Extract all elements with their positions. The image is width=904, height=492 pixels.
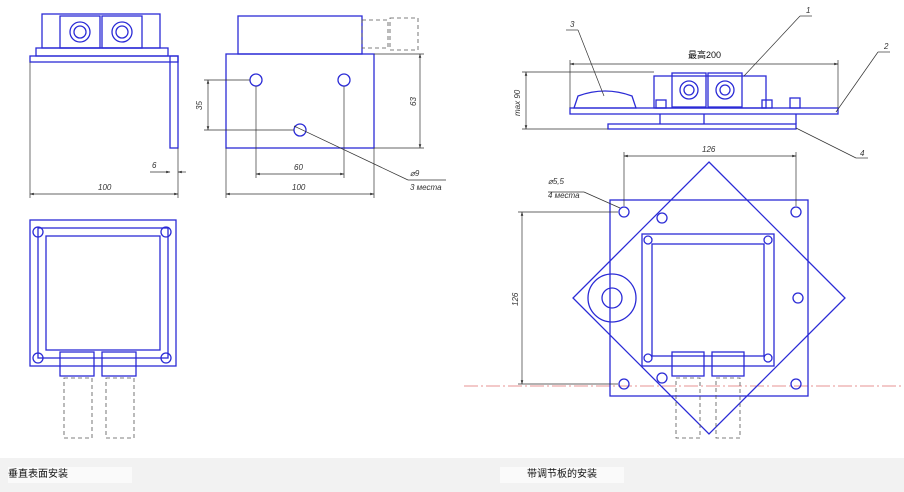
dim-hole-count: 3 места (410, 183, 442, 192)
dim-max-height: max 90 (513, 89, 522, 116)
callout-1: 1 (806, 6, 810, 15)
front-view-dims (204, 53, 446, 198)
dim-plate-hole-dia: ⌀5,5 (548, 177, 564, 186)
side-view-dims (29, 62, 186, 198)
dim-plate-width: 126 (702, 145, 716, 154)
caption-bar (0, 458, 904, 492)
bottom-view (29, 219, 177, 377)
callout-4: 4 (860, 149, 865, 158)
adjust-plate-hidden (675, 377, 741, 439)
side-view (29, 13, 179, 149)
dim-plate-hole-count: 4 места (548, 191, 580, 200)
bottom-view-hidden (63, 377, 135, 439)
technical-drawing: 100 6 35 63 60 100 ⌀9 3 места (29, 6, 904, 439)
adjust-side-view (569, 72, 839, 130)
dim-hole-spacing: 60 (294, 163, 303, 172)
front-view (225, 15, 375, 149)
dim-front-width: 100 (292, 183, 306, 192)
dim-hole-dia: ⌀9 (410, 169, 420, 178)
adjust-plate-dims (518, 152, 797, 385)
front-view-hidden (361, 17, 419, 51)
dim-side-width: 100 (98, 183, 112, 192)
caption-vertical-mount: 垂直表面安装 (8, 467, 132, 483)
callout-2: 2 (883, 42, 889, 51)
dim-plate-height: 126 (511, 292, 520, 306)
dim-hole-height: 35 (195, 101, 204, 110)
adjust-side-dims (522, 15, 890, 159)
dim-flange: 6 (152, 161, 157, 170)
dim-height: 63 (409, 97, 418, 106)
adjust-plate-view (572, 161, 846, 435)
caption-plate-mount: 带调节板的安装 (500, 467, 624, 483)
dim-top-label: 最高200 (688, 49, 721, 60)
callout-3: 3 (570, 20, 575, 29)
